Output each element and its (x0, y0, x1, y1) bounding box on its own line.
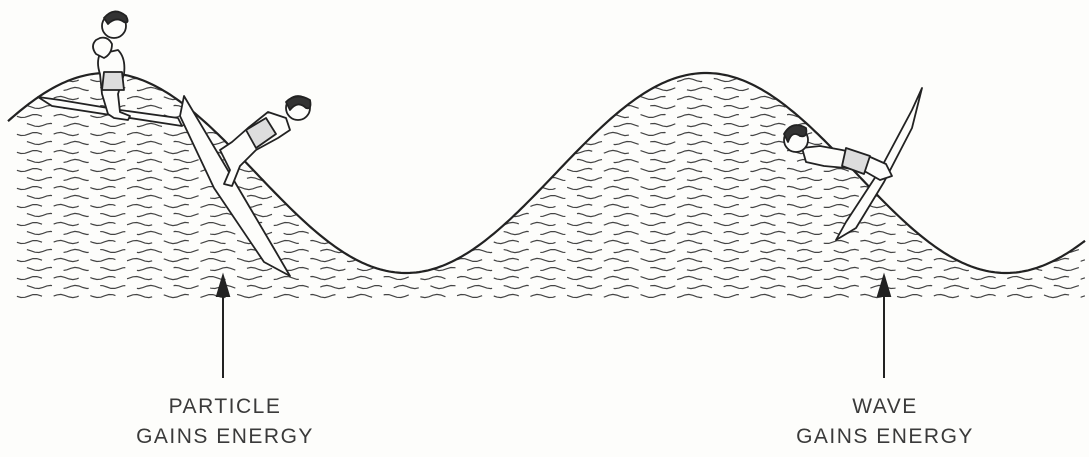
hatch-line (27, 87, 1083, 90)
surfer-body-icon (220, 112, 290, 186)
hatch-line (27, 177, 1083, 180)
hatch-line (17, 132, 1085, 135)
label-line-1: WAVE (770, 392, 1000, 422)
hatch-line (17, 258, 1085, 261)
label-line-2: GAINS ENERGY (120, 422, 330, 452)
hatch-line (27, 141, 1083, 144)
hatch-line (27, 195, 1083, 198)
hatch-line (17, 78, 1085, 81)
hatch-line (27, 249, 1083, 252)
label-line-2: GAINS ENERGY (770, 422, 1000, 452)
hatch-line (17, 150, 1085, 153)
hatch-line (17, 186, 1085, 189)
hatch-line (17, 294, 1085, 297)
hatch-line (27, 267, 1083, 270)
hatch-line (17, 276, 1085, 279)
hatch-line (27, 231, 1083, 234)
hatch-line (27, 159, 1083, 162)
standing-surfer-icon (38, 11, 182, 126)
up-arrow-icon (217, 276, 890, 378)
wave-gains-energy-label: WAVE GAINS ENERGY (770, 392, 1000, 452)
sliding-surfer-icon (180, 96, 311, 276)
hatch-line (17, 168, 1085, 171)
particle-gains-energy-label: PARTICLE GAINS ENERGY (120, 392, 330, 452)
surfer-arm-icon (93, 38, 112, 58)
hatch-line (27, 285, 1083, 288)
shorts-icon (102, 72, 124, 90)
hatch-line (17, 204, 1085, 207)
hatch-line (17, 222, 1085, 225)
hatch-line (17, 240, 1085, 243)
hatch-line (27, 213, 1083, 216)
water-hatching (17, 78, 1085, 297)
label-line-1: PARTICLE (120, 392, 330, 422)
